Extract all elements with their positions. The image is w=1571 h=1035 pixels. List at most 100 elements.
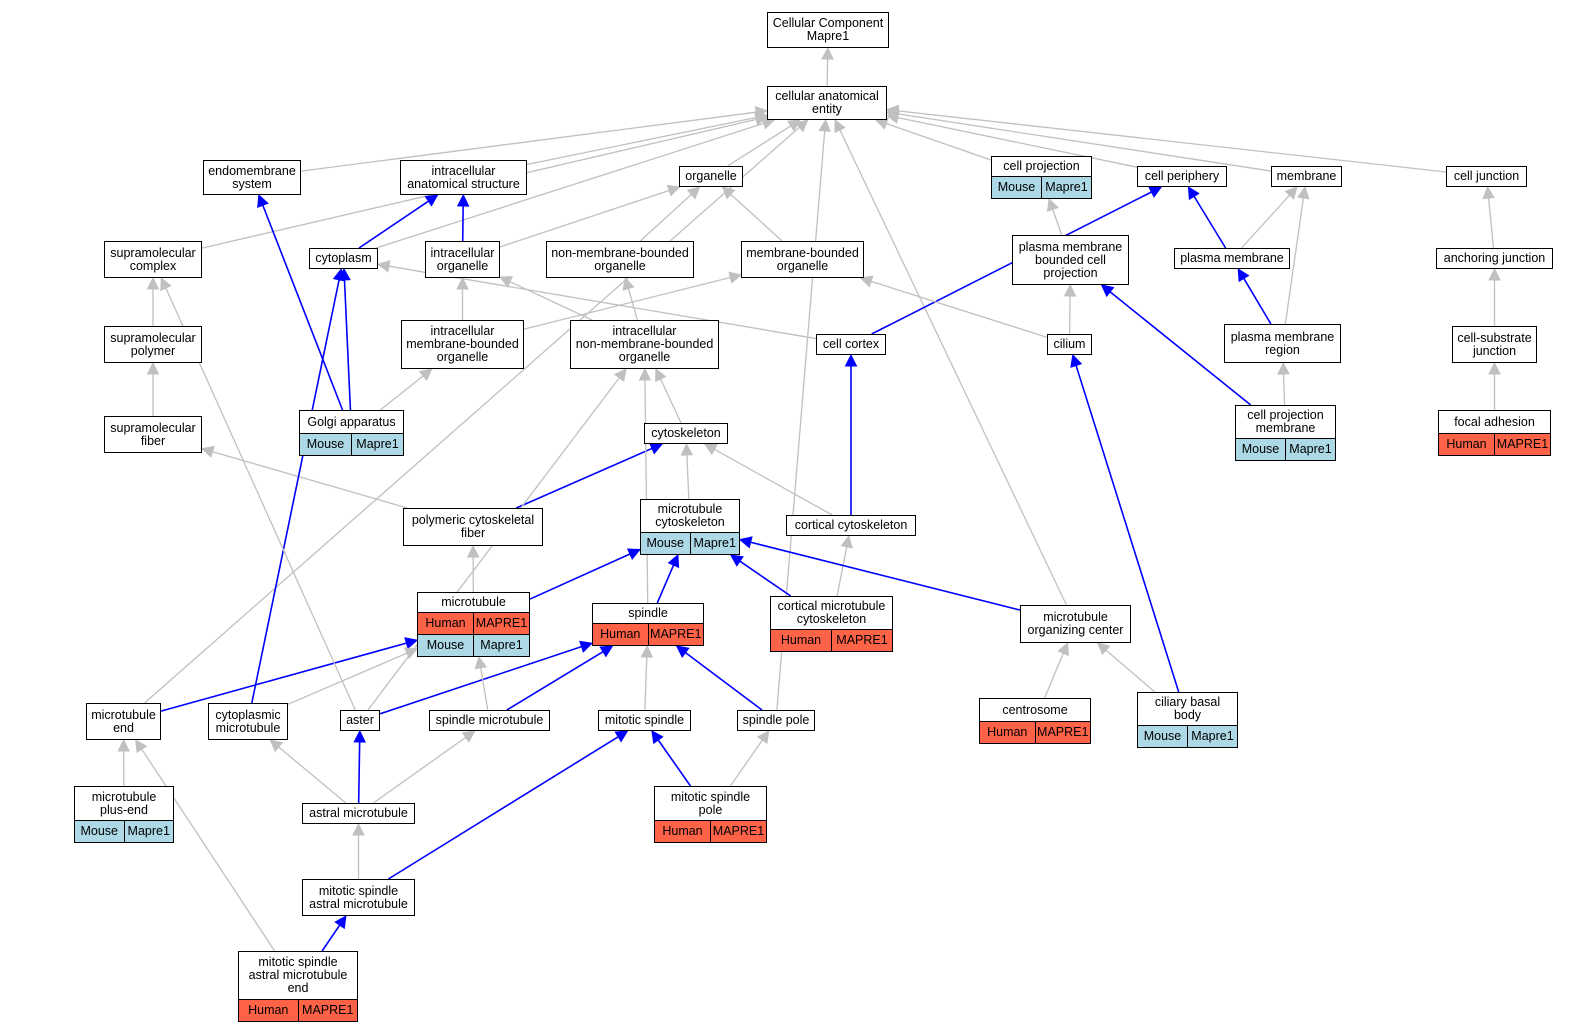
edge-is_a-cortex-to-cytoplasm (388, 265, 817, 340)
term-label: endomembrane system (208, 163, 296, 191)
edge-is_a-mbo-to-organelle (730, 193, 783, 242)
term-pm[interactable]: plasma membrane (1174, 248, 1290, 269)
term-nmbo[interactable]: non-membrane-bounded organelle (546, 241, 694, 278)
edge-part_of-spindle-to-mtcyto (656, 564, 675, 604)
edge-is_a-astralmt-to-cytomt (278, 746, 347, 804)
edge-arrowhead (794, 119, 809, 133)
edge-arrowhead (376, 260, 391, 273)
annotation-gene: Mapre1 (351, 434, 403, 455)
edge-arrowhead (135, 739, 148, 754)
term-intorg[interactable]: intracellular organelle (425, 241, 500, 278)
term-root[interactable]: Cellular Component Mapre1 (767, 12, 889, 48)
term-periphery[interactable]: cell periphery (1137, 166, 1227, 187)
edge-arrowhead (1148, 186, 1163, 198)
term-label: cellular anatomical entity (775, 89, 879, 116)
term-msamt[interactable]: mitotic spindle astral microtubule (302, 879, 415, 916)
edge-arrowhead (640, 644, 654, 658)
term-endomembrane[interactable]: endomembrane system (203, 160, 301, 195)
term-membrane[interactable]: membrane (1271, 166, 1342, 187)
edge-is_a-pmregion-to-membrane (1284, 197, 1305, 325)
term-spindlemt[interactable]: spindle microtubule (429, 710, 550, 731)
edge-arrowhead (651, 730, 664, 745)
edge-is_a-astralmt-to-spindlemt (372, 736, 467, 804)
edge-arrowhead (1046, 197, 1059, 212)
term-mtend[interactable]: microtubule end (86, 703, 161, 740)
edge-is_a-organelle-to-cae (727, 125, 792, 167)
edge-arrowhead (1237, 268, 1250, 283)
term-aster[interactable]: aster (340, 710, 380, 731)
edge-arrowhead (1482, 185, 1495, 200)
edge-is_a-cytoskeleton-to-inmbo (659, 378, 682, 424)
term-mitspindle[interactable]: mitotic spindle (598, 710, 691, 731)
term-csjunction[interactable]: cell-substrate junction (1452, 326, 1537, 363)
term-label: mitotic spindle (604, 713, 685, 727)
term-cytoskeleton[interactable]: cytoskeleton (644, 423, 728, 444)
edge-arrowhead (474, 655, 488, 670)
annotation-species: Human (239, 1000, 298, 1021)
term-pmbcp[interactable]: plasma membrane bounded cell projection (1012, 235, 1129, 285)
term-label: cilium (1053, 337, 1086, 351)
term-imbo[interactable]: intracellular membrane-bounded organelle (401, 320, 524, 369)
edge-part_of-aster-to-spindle (379, 645, 582, 715)
edge-arrowhead (117, 738, 131, 752)
term-label: cell projection (1003, 159, 1080, 173)
edge-is_a-cytoplasm-to-cae (375, 122, 764, 249)
term-label: spindle microtubule (435, 713, 544, 727)
term-label: cell junction (1453, 169, 1520, 183)
annotation-gene: MAPRE1 (831, 630, 892, 651)
edge-is_a-spindlemt-to-microtubule (480, 667, 489, 711)
term-inmbo[interactable]: intracellular non-membrane-bounded organ… (570, 320, 719, 369)
edge-arrowhead (146, 361, 160, 375)
edge-is_a-cmc-to-cortcyto (836, 546, 848, 597)
term-cytoplasm[interactable]: cytoplasm (309, 248, 378, 269)
term-astralmt[interactable]: astral microtubule (302, 803, 415, 824)
term-pmregion[interactable]: plasma membrane region (1224, 324, 1341, 363)
term-organelle[interactable]: organelle (679, 166, 743, 187)
edge-arrowhead (818, 118, 831, 132)
term-smcomplex[interactable]: supramolecular complex (104, 241, 202, 278)
term-junction[interactable]: cell junction (1446, 166, 1527, 187)
term-cortex[interactable]: cell cortex (816, 334, 886, 355)
edge-arrowhead (756, 730, 770, 745)
term-label: cell periphery (1144, 169, 1220, 183)
term-cytomt[interactable]: cytoplasmic microtubule (208, 703, 288, 740)
term-mtoc[interactable]: microtubule organizing center (1020, 605, 1131, 643)
term-smpolymer[interactable]: supramolecular polymer (104, 326, 202, 363)
term-smfiber[interactable]: supramolecular fiber (104, 416, 202, 453)
term-cortcyto[interactable]: cortical cytoskeleton (786, 515, 916, 536)
edge-part_of-pcf-to-cytoskeleton (515, 447, 653, 509)
edge-arrowhead (680, 442, 694, 456)
edge-is_a-cbb-to-mtoc (1105, 649, 1156, 693)
term-pcf[interactable]: polymeric cytoskeletal fiber (403, 508, 543, 546)
annotation-species: Human (771, 630, 831, 651)
term-label: intracellular organelle (430, 245, 495, 273)
term-mbo[interactable]: membrane-bounded organelle (741, 241, 864, 278)
edge-arrowhead (859, 275, 874, 288)
annotation-species: Mouse (75, 821, 124, 842)
edge-is_a-mtcyto-to-cytoskeleton (686, 454, 690, 500)
term-ias[interactable]: intracellular anatomical structure (400, 160, 527, 195)
term-cilium[interactable]: cilium (1047, 334, 1092, 355)
term-spindlepole[interactable]: spindle pole (737, 710, 815, 731)
edge-arrowhead (686, 186, 701, 200)
annotation-gene: Mapre1 (473, 635, 529, 656)
term-cae[interactable]: cellular anatomical entity (767, 86, 887, 120)
term-anchoring[interactable]: anchoring junction (1436, 248, 1553, 269)
edge-arrowhead (1063, 283, 1077, 297)
